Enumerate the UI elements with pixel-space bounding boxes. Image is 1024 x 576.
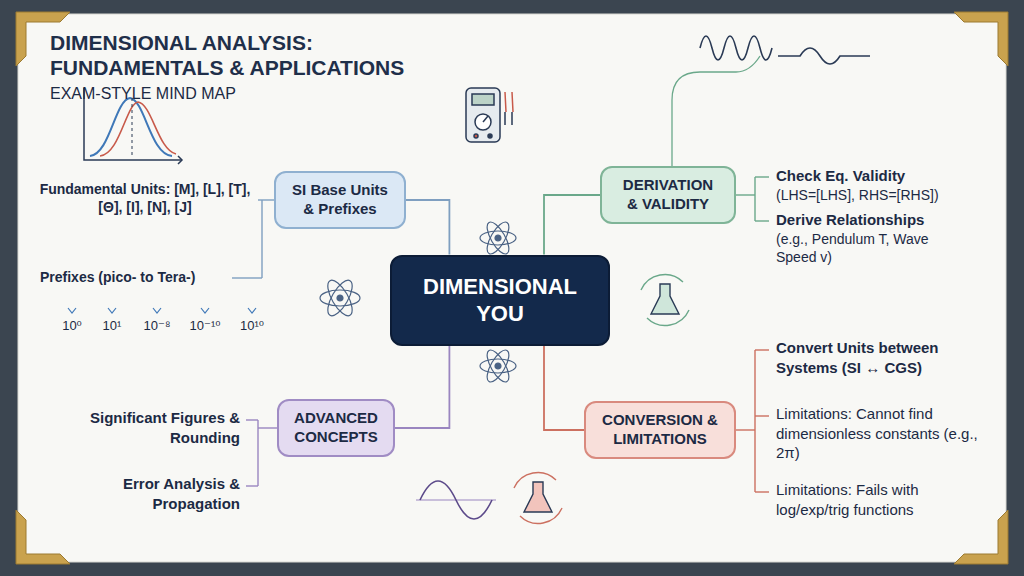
leader-line: [736, 177, 769, 221]
diagram-title: DIMENSIONAL ANALYSIS: FUNDAMENTALS & APP…: [50, 30, 440, 80]
gold-corners: [16, 12, 1008, 564]
leaf-note: Check Eq. Validity: [776, 166, 991, 186]
sine-wave: [416, 481, 496, 519]
central-topic: DIMENSIONAL YOU: [390, 255, 610, 346]
leaf-note: Convert Units between Systems (SI ↔ CGS): [776, 338, 981, 377]
leaf-note: Significant Figures & Rounding: [70, 408, 240, 447]
prefix-power: 10¹: [92, 318, 132, 335]
leader-line: [246, 420, 277, 486]
leaf-note: Prefixes (pico- to Tera-): [40, 268, 240, 286]
leaf-note: Derive Relationships: [776, 210, 991, 230]
node-text: CONVERSION & LIMITATIONS: [600, 411, 720, 449]
prefix-power: 10⁻¹⁰: [182, 318, 228, 335]
branch-connector: [544, 195, 600, 255]
prefix-power: 10¹⁰: [230, 318, 274, 335]
leaf-note: Limitations: Cannot find dimensionless c…: [776, 404, 986, 463]
board: [18, 14, 1006, 562]
leaf-note: (LHS=[LHS], RHS=[RHS]): [776, 186, 996, 204]
wave-symbols: [672, 36, 870, 168]
branch-box: ADVANCED CONCEPTS: [277, 399, 395, 457]
leaf-note: Fundamental Units: [M], [L], [T], [Θ], […: [35, 180, 255, 216]
branch-box: CONVERSION & LIMITATIONS: [584, 401, 736, 459]
leader-line: [736, 350, 769, 492]
node-text: DIMENSIONAL YOU: [406, 273, 594, 328]
prefix-power: 10⁻⁸: [137, 318, 177, 335]
node-text: SI Base Units & Prefixes: [290, 181, 390, 219]
branch-connector: [395, 346, 449, 429]
leader-line: [232, 200, 274, 278]
leaf-note: Limitations: Fails with log/exp/trig fun…: [776, 480, 981, 519]
leaf-note: Error Analysis & Propagation: [70, 474, 240, 513]
branch-box: DERIVATION & VALIDITY: [600, 166, 736, 224]
prefix-ticks: [68, 308, 256, 313]
branch-connector: [544, 346, 584, 431]
branch-box: SI Base Units & Prefixes: [274, 171, 406, 229]
subtitle: EXAM-STYLE MIND MAP: [50, 84, 370, 105]
multimeter-icon: [466, 88, 513, 142]
node-text: DERIVATION & VALIDITY: [616, 176, 720, 214]
prefix-power: 10⁰: [52, 318, 92, 335]
leaf-note: (e.g., Pendulum T, Wave Speed v): [776, 230, 966, 266]
node-text: ADVANCED CONCEPTS: [293, 409, 379, 447]
branch-connector: [406, 200, 449, 255]
